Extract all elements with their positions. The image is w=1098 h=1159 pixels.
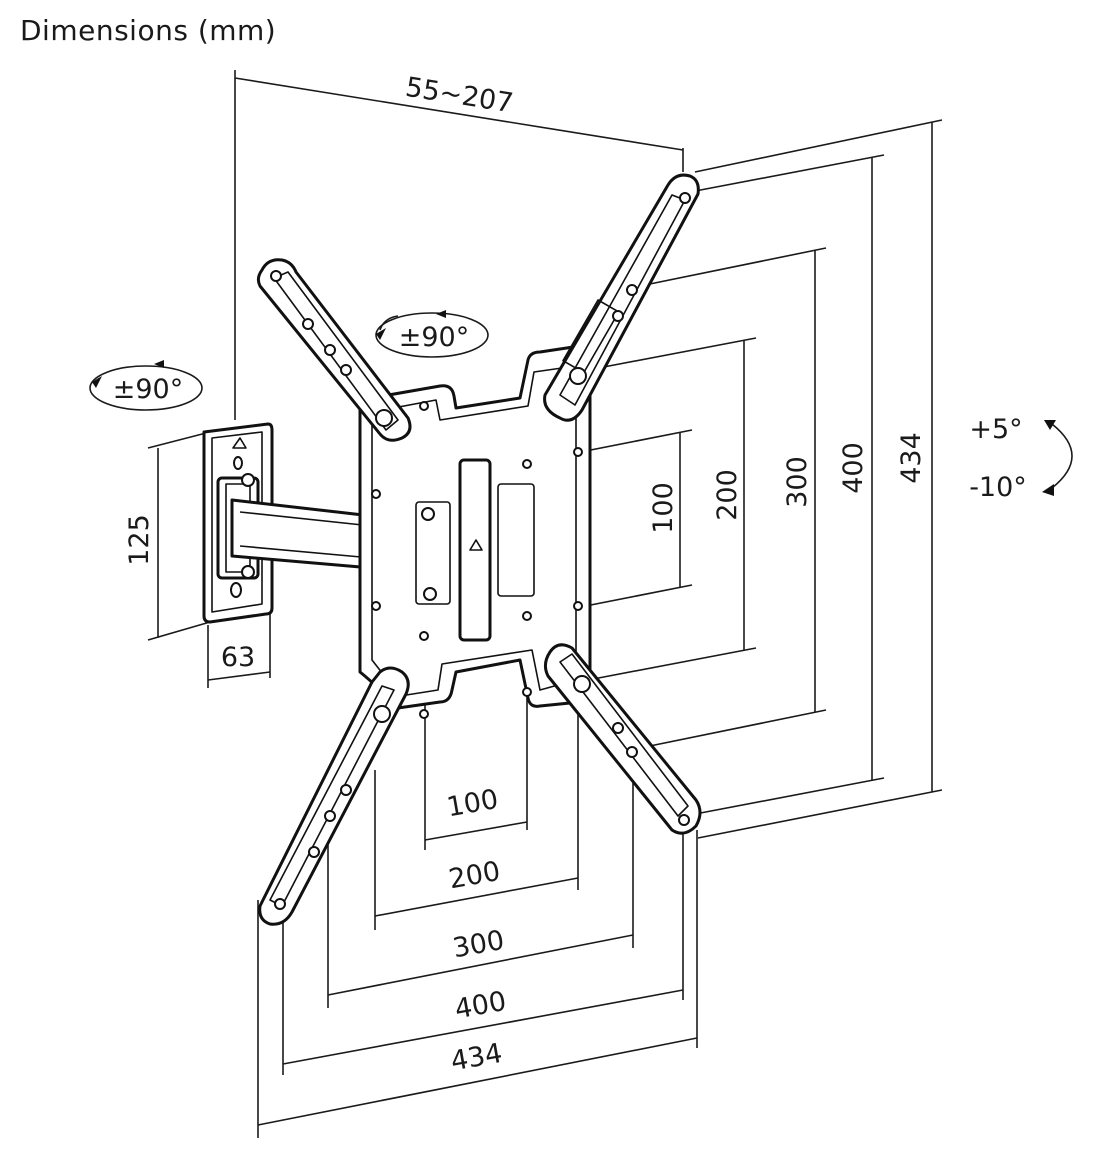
arm-upper-right (543, 173, 700, 422)
vertical-dimensions: 434 400 300 200 100 (539, 119, 943, 839)
arrow-icon (436, 310, 446, 318)
v434-label: 434 (896, 432, 927, 484)
depth-dimension: 55~207 (234, 70, 684, 420)
h434-label: 434 (448, 1038, 504, 1077)
v300-label: 300 (782, 456, 813, 508)
v400-label: 400 (838, 442, 869, 494)
tilt-down-label: -10° (969, 472, 1027, 503)
arrow-icon (1044, 420, 1056, 430)
tilt-up-label: +5° (969, 414, 1022, 445)
arm-lower-left (258, 666, 410, 926)
h400-label: 400 (452, 986, 508, 1025)
v100-label: 100 (648, 482, 679, 534)
wall-plate-width-label: 63 (221, 642, 255, 673)
h200-label: 200 (446, 856, 502, 895)
arrow-icon (92, 376, 102, 388)
page-title: Dimensions (mm) (20, 14, 277, 47)
swivel-top-label: ±90° (399, 322, 469, 353)
h100-label: 100 (444, 784, 500, 823)
arrow-icon (1042, 484, 1054, 496)
central-plate (358, 344, 592, 719)
horizontal-dimensions: 100 200 300 400 434 (257, 620, 698, 1138)
swivel-left-label: ±90° (113, 374, 183, 405)
wall-plate-dimensions: 125 63 (124, 431, 271, 688)
h300-label: 300 (450, 925, 506, 964)
swivel-top-annotation: ±90° (375, 310, 489, 358)
tilt-annotation: +5° -10° (969, 414, 1073, 503)
arrow-icon (376, 328, 386, 340)
arrow-icon (154, 360, 164, 368)
arm-lower-right (543, 643, 702, 835)
v200-label: 200 (712, 469, 743, 521)
swivel-left-annotation: ±90° (89, 360, 203, 411)
wall-plate-height-label: 125 (124, 514, 155, 566)
arm-upper-left (256, 258, 412, 442)
depth-label: 55~207 (403, 72, 515, 120)
